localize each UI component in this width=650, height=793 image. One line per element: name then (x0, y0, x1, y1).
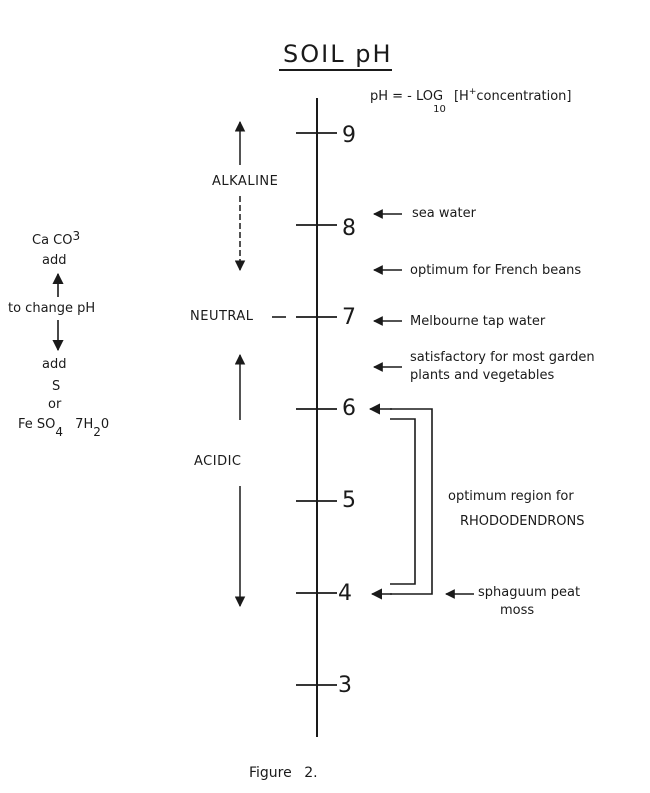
formula-log-base: 10 (433, 104, 446, 115)
tick-label-4: 4 (338, 581, 352, 606)
tick-label-8: 8 (342, 216, 356, 241)
add-bottom-label: add (42, 357, 67, 372)
feso4-subscript-2: 2 (93, 425, 101, 439)
ph-formula: pH = - LOG10 [H+concentration] (370, 87, 572, 115)
formula-prefix: pH = - LOG (370, 89, 444, 104)
note-peat-line2: moss (500, 603, 535, 618)
or-label: or (48, 397, 62, 412)
tick-label-3: 3 (338, 673, 352, 698)
caco3-label: Ca CO3 (32, 230, 80, 248)
note-garden-line1: satisfactory for most garden (410, 350, 595, 365)
feso4-label: Fe SO4 7H20 (18, 417, 110, 438)
tick-label-5: 5 (342, 488, 356, 513)
zone-acidic: ACIDIC (194, 454, 242, 469)
note-rhodo-line1: optimum region for (448, 489, 574, 504)
tick-label-7: 7 (342, 305, 356, 330)
add-top-label: add (42, 253, 67, 268)
zone-neutral: NEUTRAL (190, 309, 254, 324)
tick-marks (296, 132, 337, 686)
feso4-subscript-4: 4 (55, 425, 64, 439)
formula-bracket-rest: concentration] (476, 89, 572, 104)
zone-alkaline: ALKALINE (212, 174, 279, 189)
sulfur-label: S (52, 379, 61, 394)
note-garden-line2: plants and vegetables (410, 368, 555, 383)
note-melbourne-tap-water: Melbourne tap water (410, 314, 546, 329)
feso4-text: Fe SO (18, 417, 56, 432)
note-sea-water: sea water (412, 206, 476, 221)
note-rhodo-line2: RHODODENDRONS (460, 514, 585, 529)
rhododendron-bracket (390, 408, 433, 595)
caco3-text: Ca CO (32, 233, 73, 248)
tick-label-9: 9 (342, 123, 356, 148)
caco3-subscript: 3 (72, 229, 81, 243)
note-french-beans: optimum for French beans (410, 263, 582, 278)
figure-caption: Figure 2. (249, 765, 318, 781)
formula-plus: + (468, 87, 477, 97)
note-peat-line1: sphaguum peat (478, 585, 581, 600)
page-title: SOIL pH (283, 40, 393, 68)
feso4-water-text: 7H (75, 417, 94, 432)
formula-bracket-open: [H (453, 89, 469, 104)
feso4-oxygen: 0 (100, 417, 110, 432)
tick-label-6: 6 (342, 396, 356, 421)
change-ph-label: to change pH (8, 301, 96, 316)
